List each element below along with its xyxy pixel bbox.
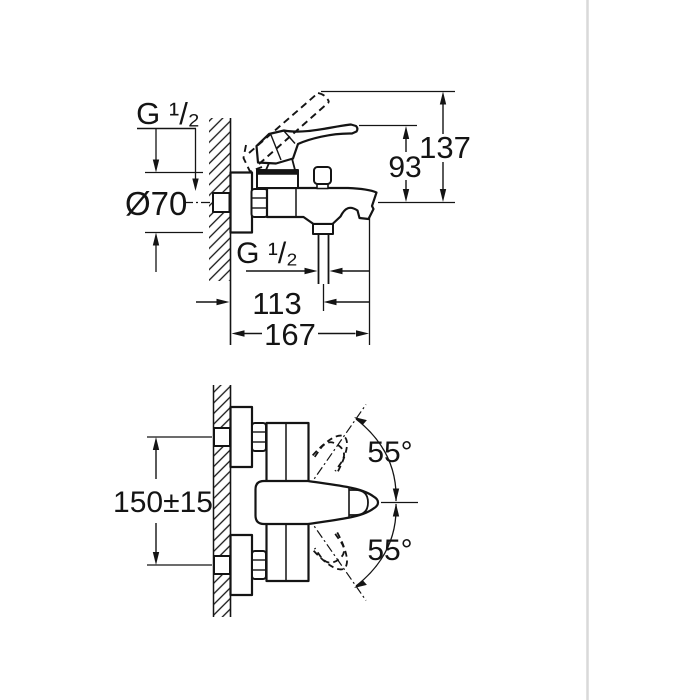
upper-connection [213, 405, 267, 469]
plan-view: 150±15 55° 55° [113, 385, 418, 617]
dim-depth-167-label: 167 [264, 317, 316, 352]
wall-union-fitting [212, 192, 231, 213]
dim-height-137-label: 137 [419, 130, 471, 165]
lower-connection [213, 533, 267, 597]
mixer-body-side [265, 186, 378, 226]
lever-swung-down-dashed [311, 531, 348, 571]
side-view-dimensions [137, 90, 455, 345]
side-view: G ¹/₂ Ø70 93 137 G ¹/₂ 113 167 [125, 90, 471, 352]
dim-swing-lower-label: 55° [367, 534, 412, 567]
dim-escutcheon-diameter-label: Ø70 [125, 185, 187, 222]
lever-raised-dashed [242, 92, 330, 173]
dim-mounting-centers-label: 150±15 [113, 486, 213, 519]
dim-wall-thread-label: G ¹/₂ [136, 96, 200, 131]
dim-depth-113-label: 113 [252, 286, 301, 321]
lever-swung-up-dashed [311, 434, 348, 474]
outlet-collar [312, 223, 334, 235]
dim-height-93-label: 93 [388, 151, 421, 184]
dim-swing-upper-label: 55° [367, 436, 412, 469]
lever-side [255, 123, 359, 165]
diverter-knob [313, 166, 332, 190]
union-nut-side [250, 188, 269, 218]
escutcheon-flange-side [229, 171, 254, 234]
dim-outlet-thread-label: G ¹/₂ [236, 237, 298, 270]
wall-hatch-plan [213, 385, 231, 617]
plan-view-dimensions [147, 417, 418, 588]
